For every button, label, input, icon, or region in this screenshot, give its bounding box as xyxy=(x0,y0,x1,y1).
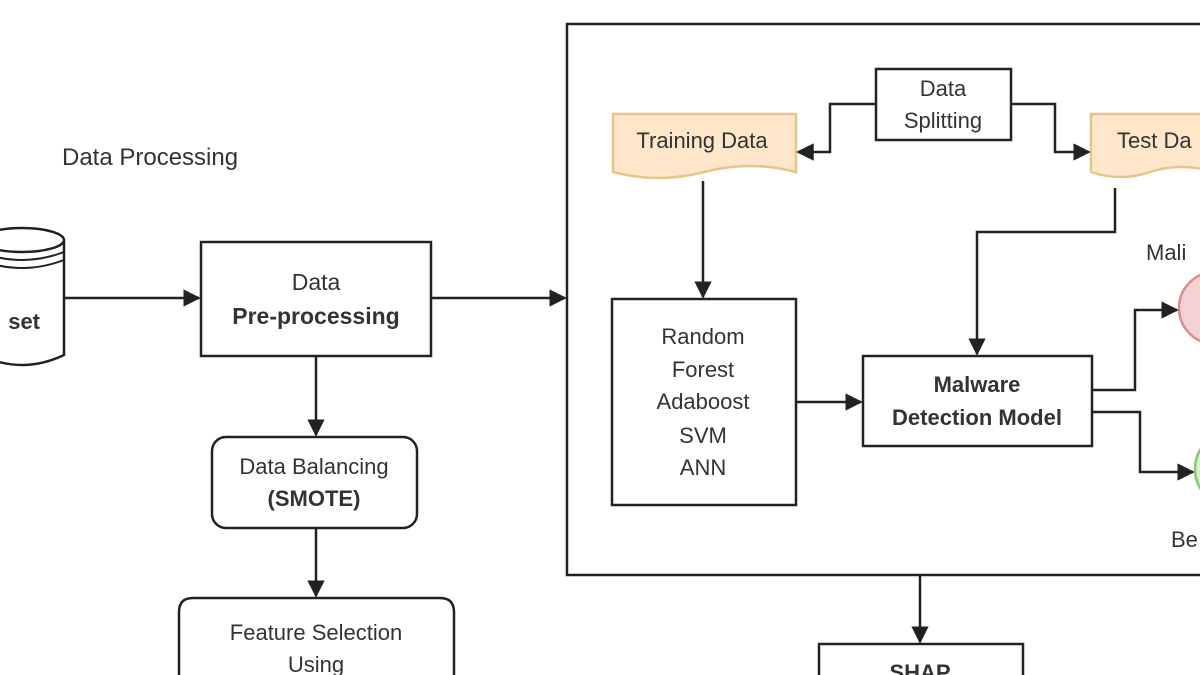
benign-output-node: Be xyxy=(1171,447,1200,552)
detection-model-label-line2: Detection Model xyxy=(892,405,1062,430)
feature-selection-node: Feature Selection Using xyxy=(177,596,456,675)
training-data-node: Training Data xyxy=(611,112,798,180)
algorithm-svm: SVM xyxy=(679,423,727,448)
dataset-cylinder: set xyxy=(0,226,66,367)
algorithm-adaboost: Adaboost xyxy=(657,389,750,414)
training-data-label: Training Data xyxy=(636,128,768,153)
feature-selection-label-line1: Feature Selection xyxy=(230,620,402,645)
model-container xyxy=(565,22,1200,577)
malicious-label: Mali xyxy=(1146,240,1186,265)
test-data-label: Test Da xyxy=(1117,128,1192,153)
shap-node: SHAP xyxy=(817,642,1025,675)
detection-model-label-line1: Malware xyxy=(934,372,1021,397)
preprocessing-node: Data Pre-processing xyxy=(199,240,433,358)
balancing-label-line1: Data Balancing xyxy=(239,454,388,479)
balancing-node: Data Balancing (SMOTE) xyxy=(210,435,419,530)
dataset-label: set xyxy=(8,309,40,334)
data-splitting-node: Data Splitting xyxy=(874,67,1013,142)
data-processing-label: Data Processing xyxy=(62,144,238,171)
arrow-splitting-to-test xyxy=(1011,102,1091,161)
algorithm-random: Random xyxy=(661,324,744,349)
shap-label: SHAP xyxy=(889,660,950,675)
arrow-model-to-malicious xyxy=(1092,301,1179,392)
arrow-test-to-model xyxy=(968,188,1117,356)
malicious-output-node: Mali xyxy=(1146,240,1200,343)
algorithm-forest: Forest xyxy=(672,357,734,382)
detection-model-node: Malware Detection Model xyxy=(861,354,1094,448)
data-splitting-label-line2: Splitting xyxy=(904,108,982,133)
arrow-model-to-benign xyxy=(1092,410,1195,481)
benign-label: Be xyxy=(1171,527,1198,552)
preprocessing-label-line1: Data xyxy=(292,269,341,295)
balancing-label-line2: (SMOTE) xyxy=(268,486,361,511)
feature-selection-label-line2: Using xyxy=(288,652,344,675)
test-data-node: Test Da xyxy=(1089,112,1200,179)
arrow-splitting-to-training xyxy=(796,102,876,161)
algorithms-node: Random Forest Adaboost SVM ANN xyxy=(610,297,798,507)
data-splitting-label-line1: Data xyxy=(920,76,967,101)
preprocessing-label-line2: Pre-processing xyxy=(232,303,399,329)
algorithm-ann: ANN xyxy=(680,455,726,480)
